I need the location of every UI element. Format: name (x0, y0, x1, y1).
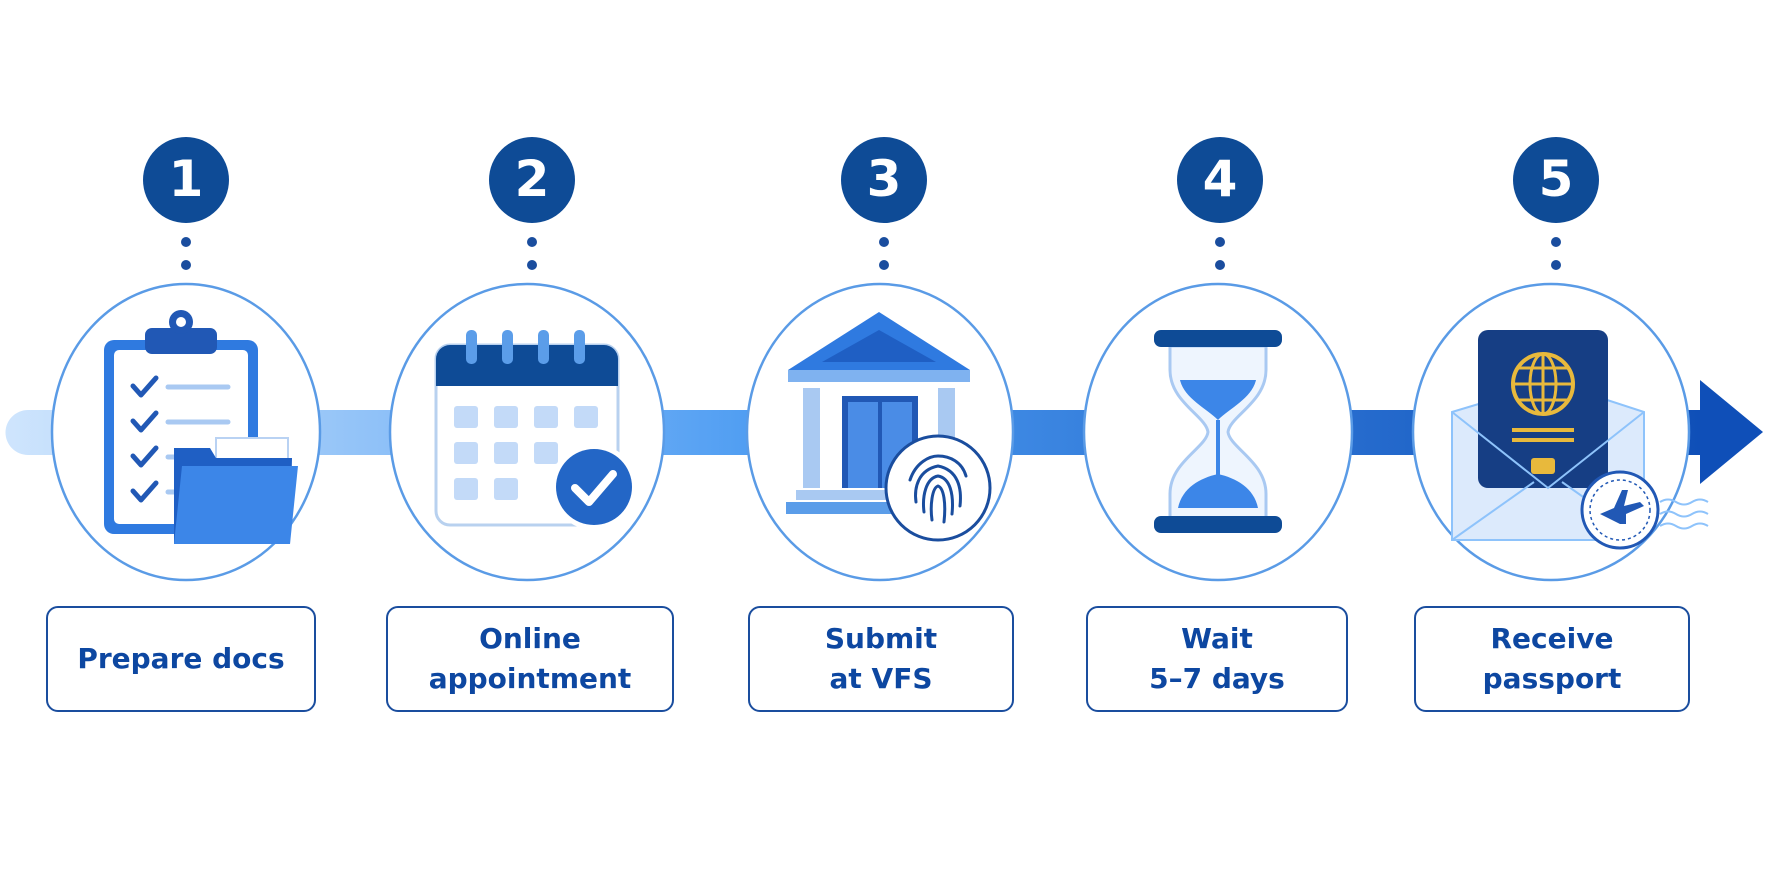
step-5: 5 (1411, 137, 1709, 582)
step-2-badge (489, 137, 575, 223)
step-2-label-line-1: Online (479, 622, 581, 655)
step-3-label: Submit at VFS (748, 606, 1014, 712)
step-4-number: 4 (1203, 150, 1238, 208)
step-2-label: Online appointment (386, 606, 674, 712)
step-1-label: Prepare docs (46, 606, 316, 712)
step-1-number: 1 (169, 150, 204, 208)
step-5-label-line-2: passport (1482, 662, 1622, 695)
bank-fingerprint-icon (786, 312, 992, 542)
step-1-label-line-1: Prepare docs (77, 642, 285, 675)
step-2-connector-dots (527, 237, 537, 270)
step-4-label: Wait 5–7 days (1086, 606, 1348, 712)
step-2-label-line-2: appointment (428, 662, 632, 695)
step-5-connector-dots (1551, 237, 1561, 270)
step-2: 2 (388, 137, 666, 582)
step-3-number: 3 (867, 150, 902, 208)
clipboard-folder-icon (104, 310, 298, 544)
step-3-badge (841, 137, 927, 223)
step-5-label-line-1: Receive (1490, 622, 1614, 655)
step-5-number: 5 (1539, 150, 1574, 208)
step-3: 3 (745, 137, 1015, 582)
step-4-badge (1177, 137, 1263, 223)
step-4: 4 (1082, 137, 1354, 582)
step-3-label-line-2: at VFS (829, 662, 933, 695)
passport-envelope-icon (1451, 330, 1709, 550)
step-1-badge (143, 137, 229, 223)
step-5-label: Receive passport (1414, 606, 1690, 712)
step-4-label-line-1: Wait (1181, 622, 1253, 655)
hourglass-icon (1154, 330, 1282, 533)
step-1-connector-dots (181, 237, 191, 270)
step-2-number: 2 (515, 150, 550, 208)
step-4-connector-dots (1215, 237, 1225, 270)
step-3-label-line-1: Submit (824, 622, 938, 655)
step-5-badge (1513, 137, 1599, 223)
step-4-label-line-2: 5–7 days (1149, 662, 1285, 695)
step-1: 1 (50, 137, 322, 582)
step-3-connector-dots (879, 237, 889, 270)
calendar-check-icon (434, 330, 637, 530)
